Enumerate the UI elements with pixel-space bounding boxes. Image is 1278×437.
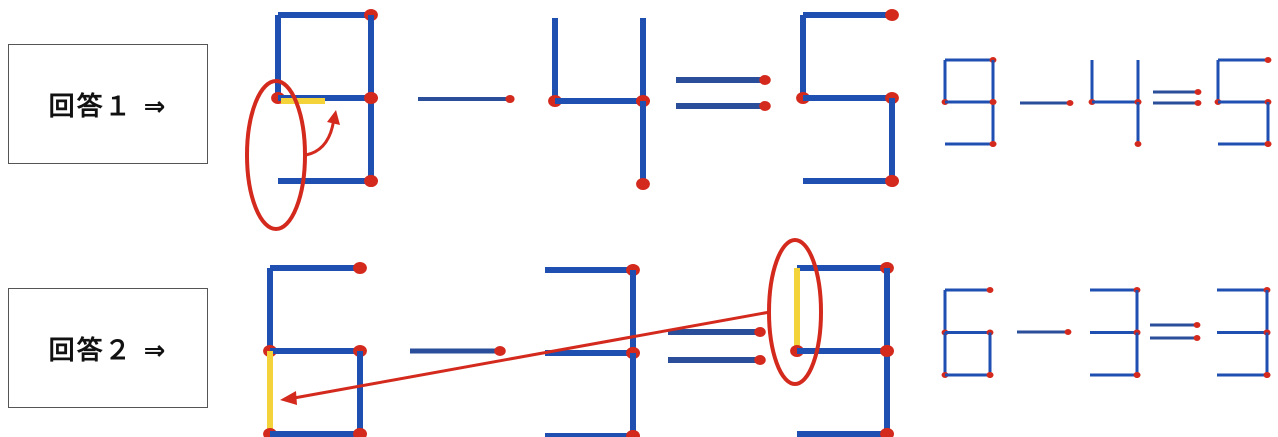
answer-1-big-digit-3-segment-d-head — [885, 175, 899, 187]
answer-1-circle-annotation — [245, 79, 307, 231]
answer-1-small-equals-stick-bottom-head — [1194, 100, 1202, 106]
answer-2-big-minus — [410, 346, 506, 356]
answer-2-big-digit-3-segment-g-head — [880, 345, 894, 357]
answer-2-big-equals — [668, 327, 766, 365]
answer-2-move-arrow — [293, 310, 771, 400]
answer-1-big-minus-stick-head — [505, 95, 515, 103]
answer-2-label: 回答２ ⇒ — [48, 335, 168, 366]
answer-2-small-minus — [1017, 329, 1072, 335]
answer-2-big-digit-2 — [545, 264, 640, 437]
answer-2-small-digit-3 — [1217, 287, 1271, 378]
answer-2-small-digit-2-segment-d-head — [1133, 372, 1141, 378]
answer-2-small-digit-1 — [941, 287, 994, 378]
answer-1-small-digit-3-segment-a-head — [1264, 57, 1272, 63]
answer-1-big-digit-2 — [548, 18, 650, 190]
answer-2-small-digit-1-segment-d-head — [986, 372, 994, 378]
answer-1-big-minus — [418, 95, 515, 103]
answer-1-big-equals-stick-top-head — [759, 75, 771, 85]
answer-2-big-equals-stick-bottom-head — [754, 355, 766, 365]
answer-2-big-digit-3 — [790, 262, 894, 437]
answer-2-small-equals-stick-bottom-head — [1193, 335, 1201, 341]
answer-2-big-digit-1 — [263, 262, 367, 437]
answer-1-small-digit-2 — [1088, 60, 1142, 147]
answer-1-small-digit-3-segment-d-head — [1264, 141, 1272, 147]
answer-1-big-digit-3-segment-a-head — [885, 9, 899, 21]
answer-2-big-minus-stick-head — [494, 346, 506, 356]
answer-1-small-digit-3 — [1214, 57, 1272, 147]
answer-1-big-equals — [676, 75, 771, 111]
answer-1-big-digit-1-segment-g-head — [364, 92, 378, 104]
answer-1-small-digit-1 — [941, 57, 997, 147]
answer-1-big-digit-2-segment-c-head — [636, 178, 650, 190]
answer-1-big-equals-stick-bottom-head — [759, 101, 771, 111]
answer-1-small-minus-stick-head — [1066, 100, 1074, 106]
answer-2-big-digit-1-segment-a-head — [353, 262, 367, 274]
answer-2-big-digit-3-segment-d-head — [880, 428, 894, 437]
answer-1-small-digit-2-segment-c-head — [1134, 141, 1142, 147]
answer-2-small-digit-2 — [1090, 287, 1141, 378]
answer-1-big-digit-1 — [271, 9, 378, 187]
answer-1-label-box: 回答１ ⇒ — [8, 44, 208, 164]
answer-2-small-equals-stick-top-head — [1193, 322, 1201, 328]
answer-2-small-equals — [1150, 322, 1201, 341]
answer-1-small-digit-1-segment-d-head — [989, 141, 997, 147]
answer-1-small-equals — [1153, 89, 1202, 106]
answer-1-move-arrowhead — [327, 110, 340, 125]
answer-1-move-arrow — [305, 117, 336, 157]
answer-2-big-digit-2-segment-d-head — [626, 430, 640, 437]
answer-2-small-digit-1-segment-a-head — [986, 287, 994, 293]
answer-2-small-digit-3-segment-d-head — [1263, 372, 1271, 378]
answer-2-label-box: 回答２ ⇒ — [8, 288, 208, 408]
answer-2-move-arrowhead — [280, 391, 297, 405]
answer-1-small-minus — [1020, 100, 1074, 106]
answer-1-small-digit-1-segment-g-head — [989, 99, 997, 105]
answer-1-small-equals-stick-top-head — [1194, 89, 1202, 95]
answer-1-big-digit-1-segment-d-head — [364, 175, 378, 187]
answer-2-small-minus-stick-head — [1064, 329, 1072, 335]
answer-2-big-digit-1-segment-d-head — [353, 428, 367, 437]
answer-2-big-equals-stick-top-head — [754, 327, 766, 337]
answer-1-big-digit-3 — [796, 9, 899, 187]
answer-1-label: 回答１ ⇒ — [48, 91, 168, 122]
